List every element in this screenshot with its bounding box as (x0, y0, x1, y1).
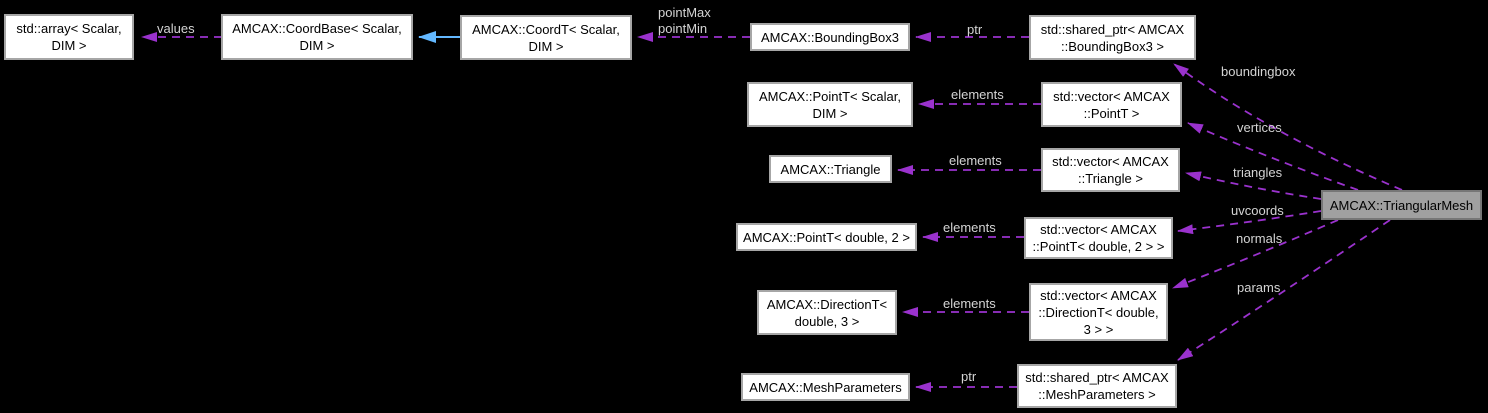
edge-label-elements-triangles: elements (949, 153, 1002, 168)
node-vector-triangle[interactable]: std::vector< AMCAX ::Triangle > (1041, 148, 1180, 192)
edge-label-values: values (157, 21, 195, 36)
edge-label-ptr-bottom: ptr (961, 369, 977, 384)
node-amcax-boundingbox3[interactable]: AMCAX::BoundingBox3 (750, 23, 910, 51)
edge-vertices (1187, 122, 1359, 191)
edge-label-triangles: triangles (1233, 165, 1283, 180)
node-amcax-triangularmesh: AMCAX::TriangularMesh (1321, 190, 1482, 220)
edge-boundingbox (1173, 63, 1403, 191)
node-std-array[interactable]: std::array< Scalar, DIM > (4, 14, 134, 60)
edge-label-elements-normals: elements (943, 296, 996, 311)
edge-normals (1172, 219, 1339, 289)
node-vector-pointt[interactable]: std::vector< AMCAX ::PointT > (1041, 82, 1182, 127)
node-vector-pointt-double2[interactable]: std::vector< AMCAX ::PointT< double, 2 >… (1024, 217, 1173, 259)
edge-params (1177, 219, 1391, 361)
node-amcax-pointt-scalar[interactable]: AMCAX::PointT< Scalar, DIM > (747, 82, 913, 127)
edge-label-elements-uvcoords: elements (943, 220, 996, 235)
node-shared-ptr-boundingbox3[interactable]: std::shared_ptr< AMCAX ::BoundingBox3 > (1029, 15, 1196, 60)
edge-label-vertices: vertices (1237, 120, 1282, 135)
edge-label-params: params (1237, 280, 1281, 295)
edge-label-elements-vertices: elements (951, 87, 1004, 102)
edge-label-pointmax-pointmin: pointMax pointMin (658, 5, 711, 36)
edge-uvcoords (1177, 210, 1322, 235)
node-amcax-coordt[interactable]: AMCAX::CoordT< Scalar, DIM > (460, 15, 632, 60)
node-amcax-meshparameters[interactable]: AMCAX::MeshParameters (741, 373, 910, 401)
edge-label-boundingbox: boundingbox (1221, 64, 1296, 79)
node-amcax-pointt-double2[interactable]: AMCAX::PointT< double, 2 > (736, 223, 917, 251)
edge-label-uvcoords: uvcoords (1231, 203, 1284, 218)
node-vector-directiont[interactable]: std::vector< AMCAX ::DirectionT< double,… (1029, 283, 1168, 341)
edge-triangles (1185, 171, 1322, 200)
node-amcax-coordbase[interactable]: AMCAX::CoordBase< Scalar, DIM > (221, 14, 413, 60)
edge-label-ptr-top: ptr (967, 22, 983, 37)
edge-label-normals: normals (1236, 231, 1283, 246)
node-shared-ptr-meshparameters[interactable]: std::shared_ptr< AMCAX ::MeshParameters … (1017, 364, 1177, 408)
node-amcax-triangle[interactable]: AMCAX::Triangle (769, 155, 892, 183)
node-amcax-directiont[interactable]: AMCAX::DirectionT< double, 3 > (757, 290, 897, 335)
